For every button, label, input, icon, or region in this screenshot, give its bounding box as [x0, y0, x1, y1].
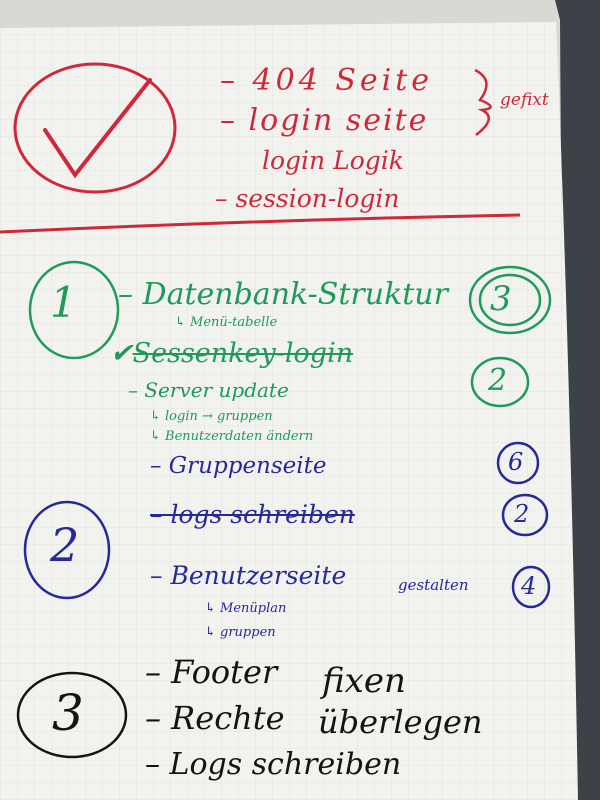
big-circle-outline	[13, 62, 177, 194]
blue-item-gestalten: gestalten	[398, 576, 469, 594]
red-item-login-logik: login Logik	[262, 146, 404, 175]
priority-circle-black	[16, 671, 128, 759]
badge-2-green: 2	[488, 363, 508, 398]
blue-subitem-menuplan: ↳ Menüplan	[205, 601, 287, 616]
black-item-rechte: – Rechte	[145, 699, 285, 737]
priority-circle-blue	[23, 500, 111, 600]
green-subitem-login-gruppen: ↳ login → gruppen	[150, 409, 273, 424]
black-item-footer: – Footer	[145, 653, 278, 691]
green-subitem-menu-tabelle: ↳ Menü-tabelle	[175, 315, 278, 330]
fixed-label: gefixt	[500, 90, 549, 110]
black-item-ueberlegen: überlegen	[318, 703, 483, 741]
green-item-server-update: – Server update	[128, 378, 289, 402]
blue-subitem-gruppen: ↳ gruppen	[205, 625, 276, 640]
brace-icon	[474, 68, 492, 136]
priority-circle-green	[28, 260, 120, 360]
priority-number-2: 2	[50, 518, 80, 572]
badge-2-blue: 2	[514, 500, 530, 528]
green-item-datenbank: – Datenbank-Struktur	[118, 277, 448, 312]
black-item-fixen: fixen	[322, 661, 406, 701]
blue-item-benutzerseite: – Benutzerseite	[150, 561, 347, 590]
blue-item-gruppenseite: – Gruppenseite	[150, 453, 327, 479]
green-subitem-benutzerdaten: ↳ Benutzerdaten ändern	[150, 429, 314, 444]
badge-3-green: 3	[490, 279, 512, 319]
badge-6-blue: 6	[508, 448, 524, 476]
green-item-sessionkey: ✔Sessenkey-login	[110, 338, 354, 369]
red-item-login-seite: – login seite	[220, 103, 429, 138]
priority-number-1: 1	[50, 278, 77, 327]
badge-4-blue: 4	[521, 572, 537, 600]
priority-number-3: 3	[52, 684, 84, 742]
red-item-session-login: – session-login	[215, 184, 400, 213]
checkmark-icon	[43, 78, 152, 179]
section-divider-line	[0, 213, 521, 234]
black-item-logs-schreiben: – Logs schreiben	[145, 747, 402, 782]
blue-item-logs-schreiben: – logs schreiben	[150, 500, 355, 529]
red-item-404: – 404 Seite	[220, 63, 434, 98]
checkmark-small-icon: ✔	[110, 338, 133, 369]
